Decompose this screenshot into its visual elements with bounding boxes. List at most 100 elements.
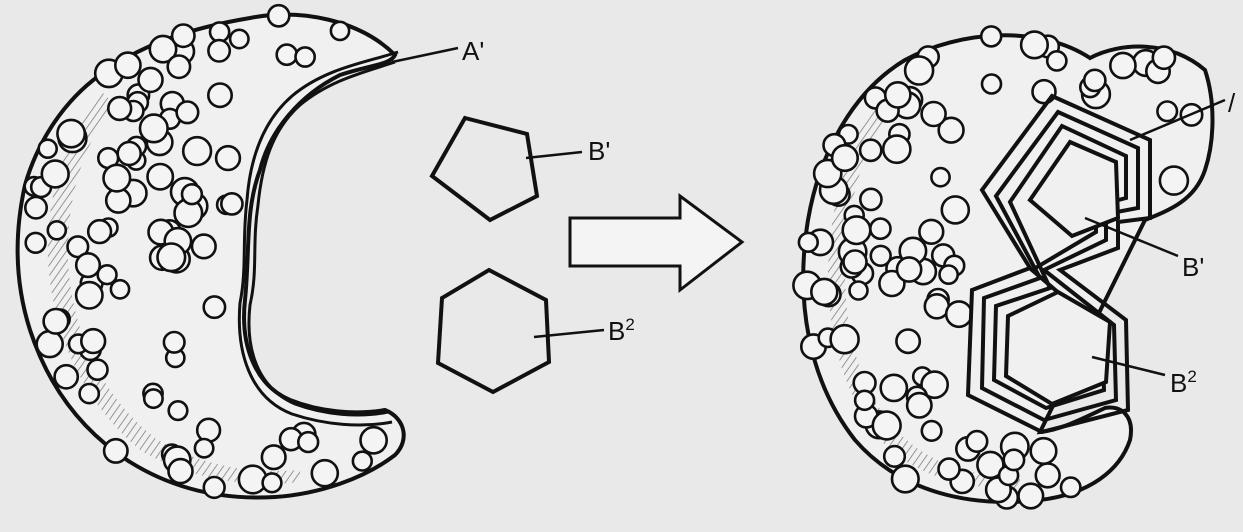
particle-circle [942, 196, 969, 223]
label-a-right-partial: / [1228, 88, 1236, 118]
particle-circle [48, 221, 66, 239]
particle-circle [177, 102, 199, 124]
particle-circle [905, 57, 933, 85]
substrate-pentagon-b1: B' [432, 118, 610, 220]
particle-circle [843, 216, 871, 244]
particle-circle [897, 257, 921, 281]
particle-circle [850, 282, 868, 300]
particle-circle [139, 68, 163, 92]
particle-circle [939, 459, 960, 480]
leader-b2-left [534, 330, 604, 337]
particle-circle [298, 432, 318, 452]
particle-circle [169, 459, 193, 483]
particle-circle [263, 473, 282, 492]
particle-circle [883, 136, 910, 163]
particle-circle [811, 279, 837, 305]
leader-b-prime-left [526, 152, 582, 158]
hexagon-shape [438, 270, 549, 392]
particle-circle [892, 466, 919, 493]
label-a-prime-group: A' [392, 36, 484, 66]
particle-circle [1061, 478, 1080, 497]
particle-circle [832, 145, 858, 171]
particle-circle [844, 251, 867, 274]
particle-circle [195, 439, 213, 457]
leader-a-prime [392, 48, 458, 62]
particle-circle [1110, 53, 1135, 78]
particle-circle [982, 75, 1001, 94]
particle-circle [221, 193, 242, 214]
particle-circle [860, 189, 881, 210]
particle-circle [25, 197, 46, 218]
particle-circle [881, 375, 907, 401]
particle-circle [353, 452, 372, 471]
particle-circle [80, 384, 99, 403]
particle-circle [919, 220, 943, 244]
particle-circle [210, 22, 229, 41]
particle-circle [118, 142, 141, 165]
particle-circle [88, 360, 108, 380]
particle-circle [208, 84, 231, 107]
particle-circle [140, 115, 168, 143]
particle-circle [871, 246, 891, 266]
particle-circle [197, 419, 220, 442]
particle-circle [168, 55, 190, 77]
particle-circle [296, 47, 315, 66]
substrate-hexagon-b2: B2 [438, 270, 635, 392]
particle-circle [1153, 47, 1175, 69]
particle-circle [940, 266, 958, 284]
label-a-prime: A' [462, 36, 484, 66]
particle-circle [230, 30, 248, 48]
particle-circle [42, 161, 69, 188]
particle-circle [1047, 51, 1066, 70]
particle-circle [148, 164, 173, 189]
receptor-right [793, 26, 1212, 508]
particle-circle [967, 431, 988, 452]
particle-circle [922, 102, 946, 126]
particle-circle [183, 137, 211, 165]
particle-circle [885, 82, 910, 107]
particle-circle [164, 332, 185, 353]
pentagon-shape [432, 118, 537, 220]
particle-circle [192, 235, 216, 259]
particle-circle [1160, 167, 1188, 195]
particle-circle [208, 40, 229, 61]
particle-circle [1021, 32, 1048, 59]
particle-circle [158, 243, 186, 271]
particle-circle [799, 233, 818, 252]
particle-circle [37, 331, 63, 357]
particle-circle [88, 220, 111, 243]
particle-circle [81, 329, 105, 353]
particle-circle [896, 330, 919, 353]
particle-circle [884, 446, 905, 467]
particle-circle [931, 168, 949, 186]
particle-circle [1019, 484, 1044, 509]
particle-circle [26, 233, 46, 253]
particle-circle [1031, 438, 1057, 464]
particle-circle [855, 391, 874, 410]
particle-circle [104, 165, 131, 192]
particle-circle [860, 140, 881, 161]
particle-circle [1036, 464, 1060, 488]
particle-circle [204, 477, 225, 498]
particle-circle [831, 325, 859, 353]
particle-circle [277, 45, 297, 65]
particle-circle [44, 309, 69, 334]
receptor-left [18, 5, 404, 498]
particle-circle [182, 184, 202, 204]
particle-circle [268, 5, 289, 26]
particle-circle [262, 445, 286, 469]
particle-circle [39, 140, 57, 158]
label-b2-left: B2 [608, 315, 635, 346]
particle-circle [1157, 102, 1177, 122]
particle-circle [76, 253, 100, 277]
particle-circle [873, 412, 901, 440]
particle-circle [981, 26, 1001, 46]
particle-circle [108, 97, 131, 120]
particle-circle [907, 393, 931, 417]
particle-circle [361, 427, 387, 453]
particle-circle [312, 460, 338, 486]
particle-circle [111, 280, 129, 298]
particle-circle [76, 282, 102, 308]
particle-circle [1084, 70, 1105, 91]
